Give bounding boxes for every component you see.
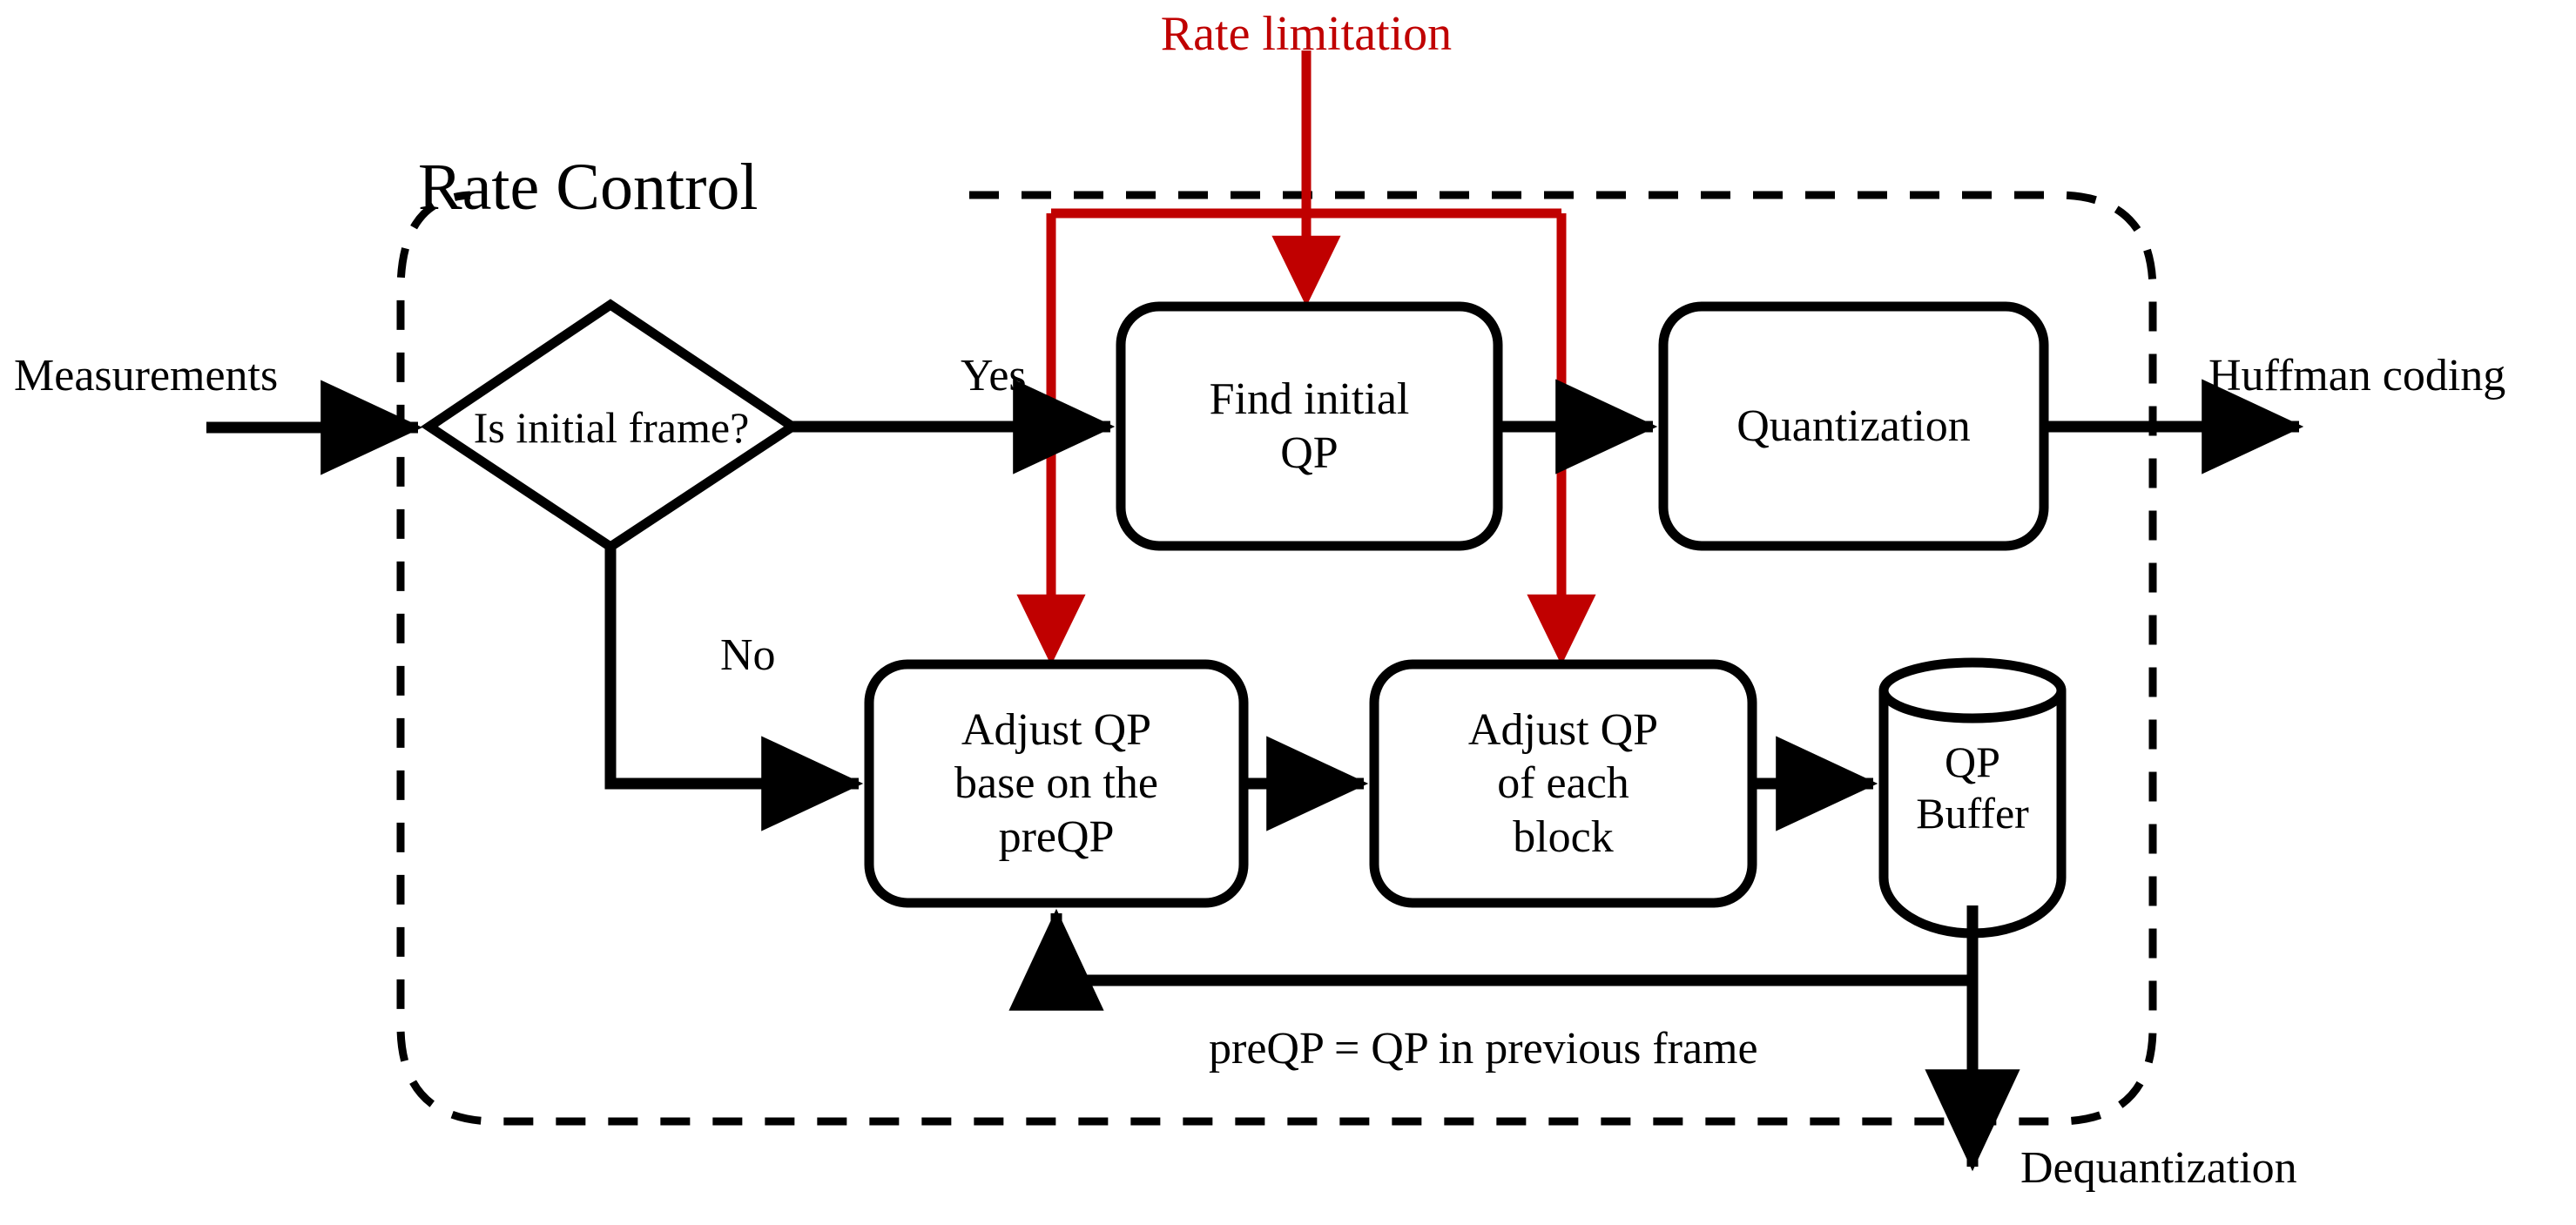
- decision-label-is-initial-frame: Is initial frame?: [473, 402, 750, 452]
- rate-control-boundary: [396, 191, 2157, 1126]
- node-label-find-initial-qp: Find initial QP: [1209, 374, 1410, 478]
- label-huffman-coding: Huffman coding: [2208, 351, 2506, 400]
- node-label-adjust-qp-preqp: Adjust QP base on the preQP: [954, 704, 1158, 862]
- node-label-adjust-qp-block: Adjust QP of each block: [1467, 704, 1659, 862]
- branch-label-yes: Yes: [961, 351, 1027, 400]
- label-rate-limitation: Rate limitation: [1160, 7, 1453, 61]
- node-label-quantization: Quantization: [1736, 400, 1971, 451]
- flow-connectors: [206, 379, 2304, 1172]
- label-measurements: Measurements: [14, 351, 279, 400]
- node-label-qp-buffer: QP Buffer: [1916, 737, 2029, 838]
- feedback-label-preqp: preQP = QP in previous frame: [1209, 1024, 1758, 1074]
- branch-label-no: No: [720, 630, 776, 680]
- rate-control-title: Rate Control: [418, 151, 759, 224]
- label-dequantization: Dequantization: [2020, 1143, 2297, 1193]
